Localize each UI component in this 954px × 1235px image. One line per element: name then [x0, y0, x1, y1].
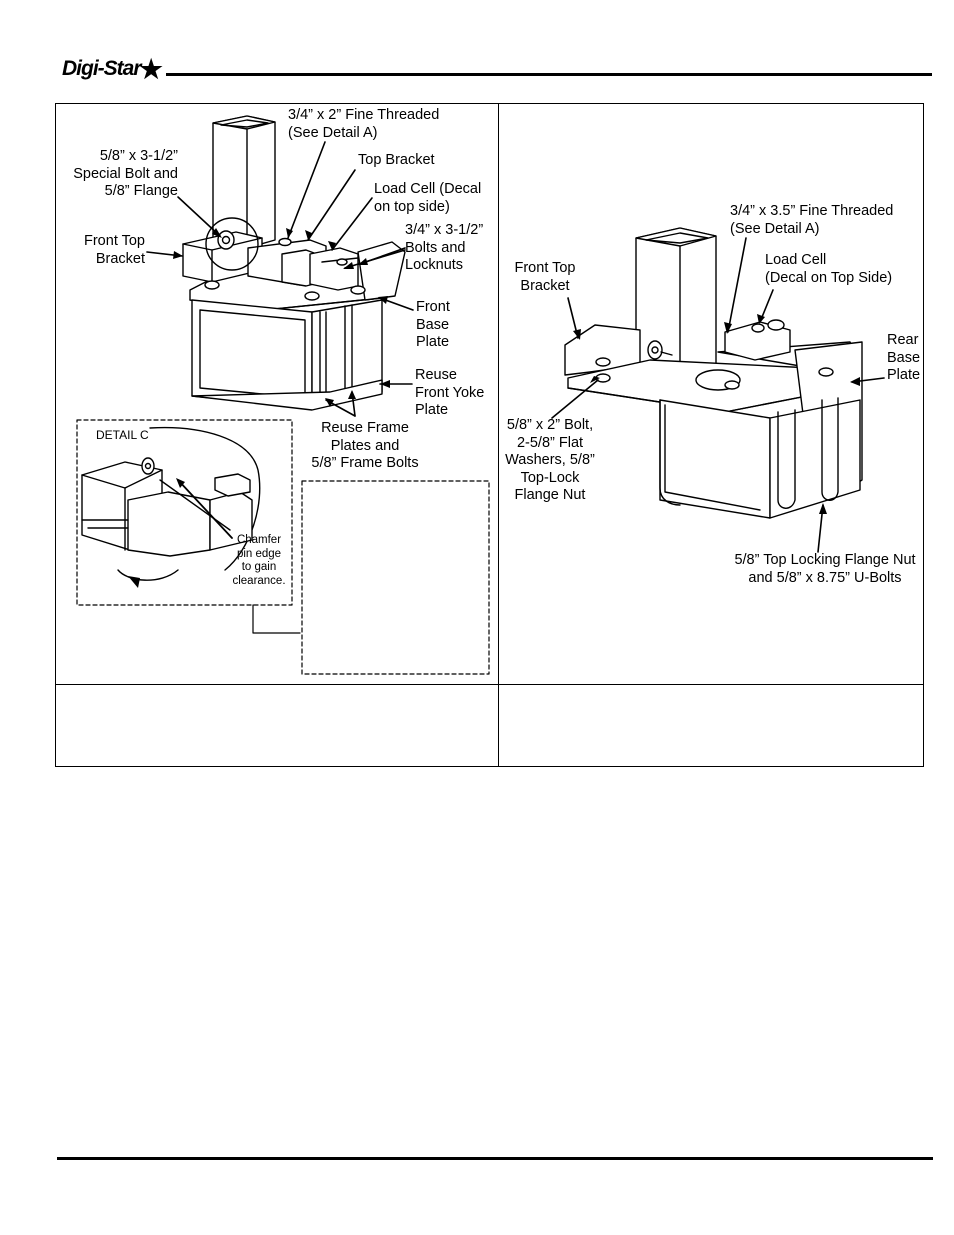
right-arrowheads	[573, 314, 860, 514]
label-bolts-locknuts: 3/4” x 3-1/2” Bolts and Locknuts	[405, 222, 484, 273]
detail-connector-line	[253, 605, 300, 633]
right-assembly-drawing	[565, 228, 862, 518]
brand-name: Digi-Star	[62, 57, 142, 80]
label-fine-threaded-left: 3/4” x 2” Fine Threaded (See Detail A)	[288, 107, 440, 141]
label-top-bracket: Top Bracket	[358, 152, 435, 168]
table-column-divider	[498, 103, 499, 767]
label-load-cell-left: Load Cell (Decal on top side)	[374, 181, 482, 215]
label-reuse-front-yoke: Reuse Front Yoke Plate	[415, 367, 485, 418]
footer-rule	[57, 1157, 933, 1160]
star-icon: ★	[139, 53, 163, 84]
label-reuse-frame: Reuse Frame Plates and 5/8” Frame Bolts	[311, 420, 419, 471]
label-front-top-bracket-left: Front Top Bracket	[84, 233, 145, 267]
label-front-base-plate: Front Base Plate	[416, 299, 450, 350]
label-fine-threaded-right: 3/4” x 3.5” Fine Threaded (See Detail A)	[730, 203, 894, 237]
detail-c-title: DETAIL C	[96, 428, 149, 442]
detail-placeholder-frame	[302, 481, 489, 674]
detail-c-drawing	[82, 428, 260, 588]
figure-table	[55, 103, 924, 767]
left-arrowheads	[173, 228, 390, 407]
left-assembly-drawing	[183, 116, 405, 410]
label-rear-base-plate: Rear Base Plate	[887, 332, 921, 383]
digi-star-logo: Digi-Star★	[62, 52, 163, 86]
label-bolt-washers: 5/8” x 2” Bolt, 2-5/8” Flat Washers, 5/8…	[505, 417, 595, 503]
label-special-bolt: 5/8” x 3-1/2” Special Bolt and 5/8” Flan…	[73, 148, 178, 199]
detail-c-note: Chamfer pin edge to gain clearance.	[232, 534, 286, 587]
header-rule	[166, 73, 932, 76]
label-ubolts: 5/8” Top Locking Flange Nut and 5/8” x 8…	[734, 552, 916, 586]
label-load-cell-right: Load Cell (Decal on Top Side)	[765, 252, 893, 286]
detail-c-frame	[77, 420, 292, 605]
table-row-divider	[55, 684, 924, 685]
label-front-top-bracket-right: Front Top Bracket	[514, 260, 576, 294]
